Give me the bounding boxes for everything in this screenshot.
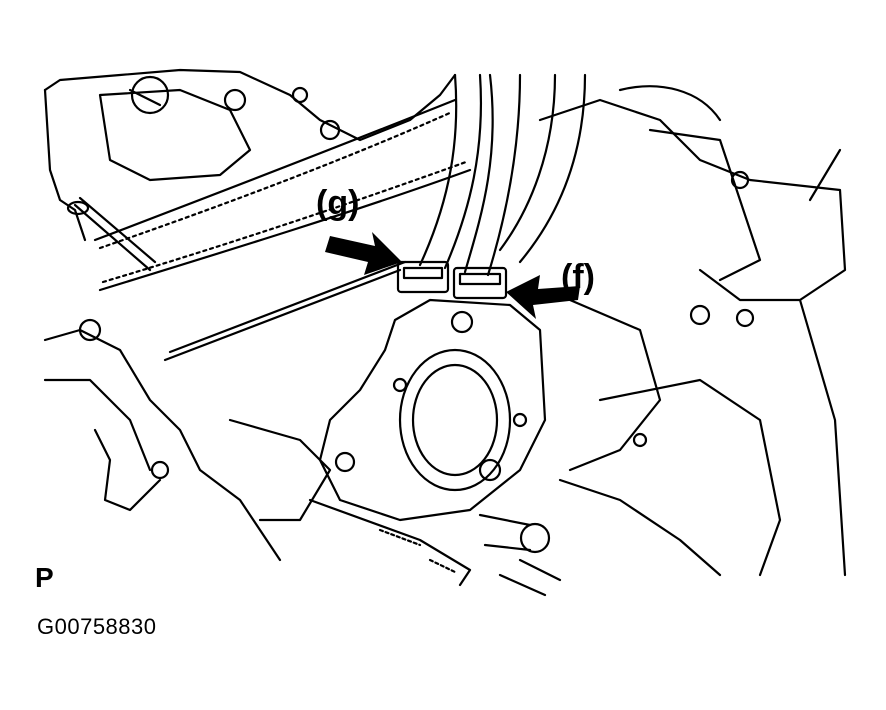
arrow-right-icon <box>325 232 402 275</box>
hose-clamp-g <box>396 260 450 294</box>
hose-middle <box>463 73 494 274</box>
callout-label-g: (g) <box>316 184 360 222</box>
arrow-left-icon <box>506 275 580 319</box>
view-letter: P <box>35 562 54 593</box>
bolt-left <box>73 196 157 272</box>
engine-block-outline <box>43 68 457 142</box>
water-outlet-housing <box>318 298 547 522</box>
figure-id: G00758830 <box>37 614 157 639</box>
outlet-bore <box>398 348 512 492</box>
hose-left <box>418 73 458 267</box>
toothed-belt <box>93 98 457 242</box>
bolt-boss <box>223 88 247 112</box>
pipe-nipple <box>478 513 532 552</box>
hose-clamp-f <box>452 266 508 300</box>
hose-right <box>498 73 557 252</box>
callout-label-f: (f) <box>561 258 595 296</box>
